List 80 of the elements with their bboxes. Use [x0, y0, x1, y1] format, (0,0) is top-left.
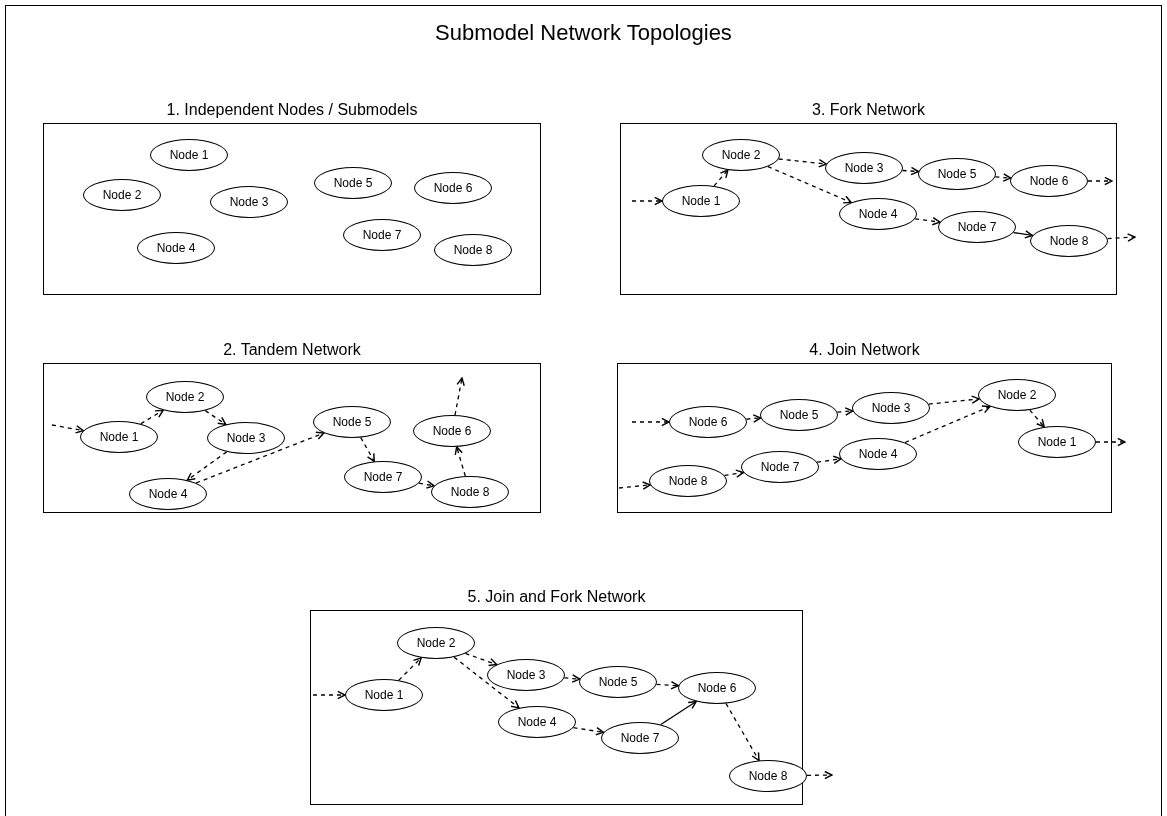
node-ellipse: Node 6 — [413, 415, 491, 447]
node-ellipse: Node 2 — [397, 627, 475, 659]
node-ellipse: Node 5 — [314, 167, 392, 199]
diagram-title: Submodel Network Topologies — [434, 19, 733, 47]
node-ellipse: Node 5 — [760, 399, 838, 431]
node-ellipse: Node 1 — [150, 139, 228, 171]
arrow — [618, 481, 651, 490]
node-ellipse: Node 8 — [729, 760, 807, 792]
node-ellipse: Node 3 — [825, 152, 903, 184]
node-ellipse: Node 3 — [487, 659, 565, 691]
arrow — [51, 424, 84, 434]
node-ellipse: Node 2 — [978, 379, 1056, 411]
arrow — [195, 431, 325, 484]
node-ellipse: Node 2 — [702, 139, 780, 171]
node-ellipse: Node 8 — [649, 465, 727, 497]
node-ellipse: Node 3 — [210, 186, 288, 218]
panel-heading: 5. Join and Fork Network — [466, 587, 647, 607]
arrow — [660, 700, 697, 726]
node-ellipse: Node 7 — [938, 211, 1016, 243]
node-ellipse: Node 4 — [129, 478, 207, 510]
arrow — [767, 165, 852, 204]
panel-heading: 4. Join Network — [808, 340, 921, 360]
node-ellipse: Node 2 — [146, 381, 224, 413]
arrow — [904, 405, 991, 444]
arrow — [713, 169, 729, 187]
arrow — [655, 680, 680, 690]
arrow — [836, 407, 854, 416]
panel-heading: 2. Tandem Network — [222, 340, 362, 360]
arrow — [1095, 437, 1126, 447]
node-ellipse: Node 7 — [741, 451, 819, 483]
node-ellipse: Node 1 — [345, 679, 423, 711]
arrow — [914, 216, 941, 226]
node-ellipse: Node 3 — [207, 422, 285, 454]
arrow — [725, 702, 760, 762]
arrow — [816, 455, 842, 465]
node-ellipse: Node 4 — [137, 232, 215, 264]
node-ellipse: Node 5 — [579, 666, 657, 698]
node-ellipse: Node 4 — [839, 198, 917, 230]
arrow — [140, 409, 164, 425]
node-ellipse: Node 6 — [669, 406, 747, 438]
arrow — [1029, 409, 1045, 428]
node-ellipse: Node 8 — [431, 476, 509, 508]
arrow — [360, 436, 375, 463]
node-ellipse: Node 3 — [852, 392, 930, 424]
node-ellipse: Node 7 — [601, 722, 679, 754]
node-ellipse: Node 8 — [1030, 225, 1108, 257]
arrow — [631, 417, 670, 427]
arrow — [901, 166, 920, 176]
arrow — [1087, 176, 1113, 186]
node-ellipse: Node 6 — [414, 172, 492, 204]
arrow — [631, 196, 663, 206]
node-ellipse: Node 7 — [344, 461, 422, 493]
node-ellipse: Node 5 — [918, 158, 996, 190]
arrow — [398, 657, 422, 681]
arrow — [1106, 233, 1136, 242]
arrow — [464, 652, 498, 667]
arrow — [312, 690, 346, 700]
arrow — [806, 770, 833, 780]
arrow — [454, 377, 465, 416]
node-ellipse: Node 4 — [498, 706, 576, 738]
arrow — [204, 410, 227, 426]
node-ellipse: Node 1 — [1018, 426, 1096, 458]
node-ellipse: Node 6 — [1010, 165, 1088, 197]
node-ellipse: Node 1 — [662, 185, 740, 217]
arrow — [994, 173, 1012, 182]
node-ellipse: Node 7 — [343, 219, 421, 251]
arrow — [778, 158, 827, 168]
panel-heading: 3. Fork Network — [811, 100, 926, 120]
arrow — [454, 446, 466, 477]
panel-heading: 1. Independent Nodes / Submodels — [165, 100, 419, 120]
node-ellipse: Node 2 — [83, 179, 161, 211]
node-ellipse: Node 1 — [80, 421, 158, 453]
arrow — [563, 674, 581, 683]
node-ellipse: Node 8 — [434, 234, 512, 266]
node-ellipse: Node 5 — [313, 406, 391, 438]
arrow — [928, 395, 980, 405]
node-ellipse: Node 6 — [678, 672, 756, 704]
arrow — [186, 451, 228, 481]
node-ellipse: Node 4 — [839, 438, 917, 470]
arrow — [745, 414, 762, 423]
